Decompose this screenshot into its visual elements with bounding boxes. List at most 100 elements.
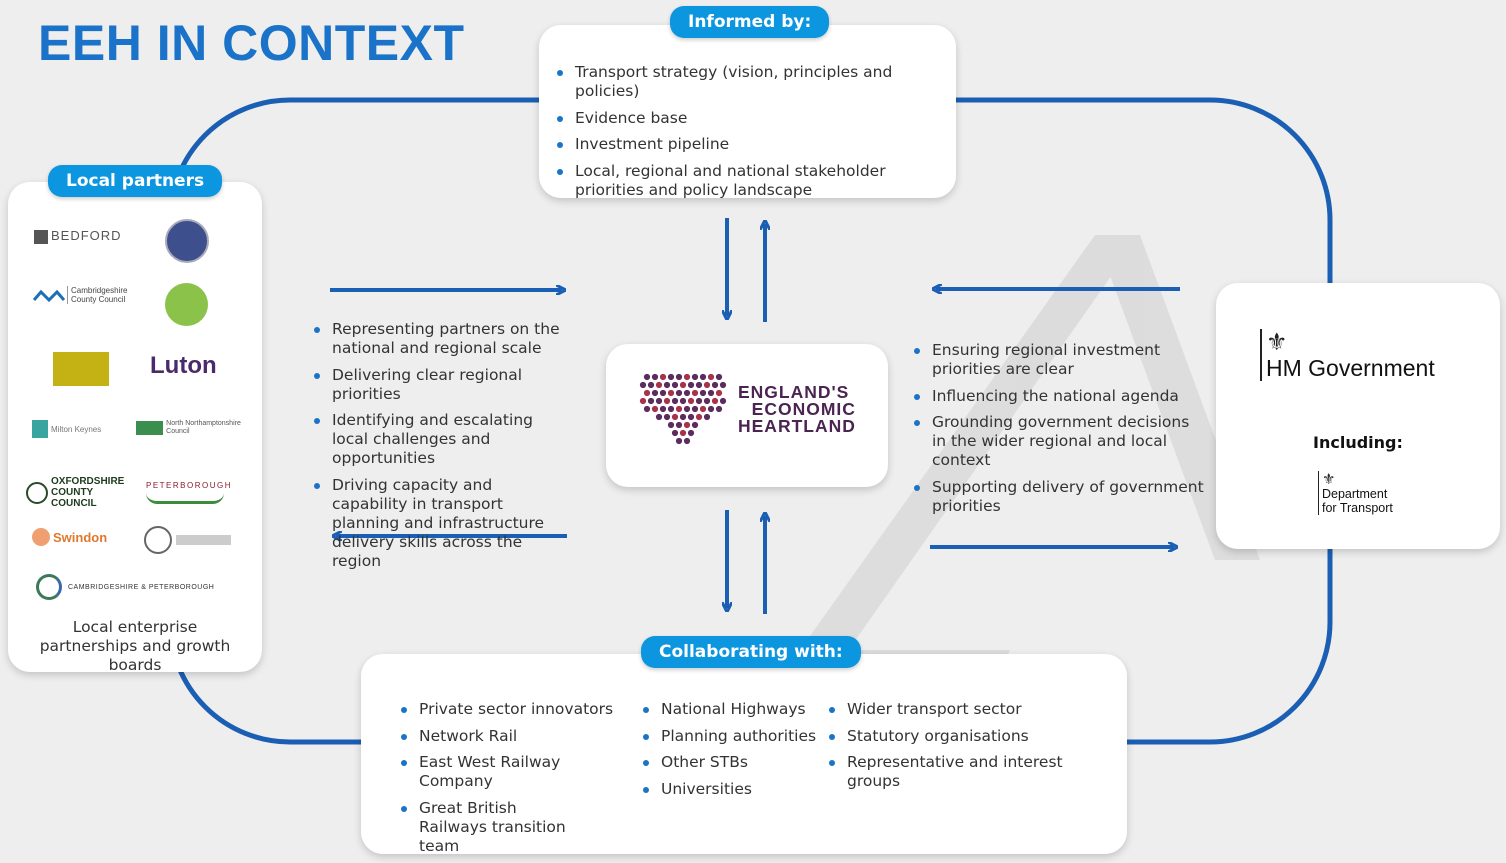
dft-crest-icon: ⚜ (1322, 470, 1336, 488)
eeh-to-government-list: Ensuring regional investment priorities … (914, 341, 1204, 523)
heart-dot (651, 373, 659, 381)
right-point: Ensuring regional investment priorities … (914, 341, 1204, 379)
informed-item: Evidence base (557, 109, 937, 128)
heart-dot (711, 381, 719, 389)
collab-item: East West Railway Company (401, 753, 629, 791)
heart-logo-icon (639, 373, 727, 445)
heart-dot (675, 405, 683, 413)
heart-dot (659, 405, 667, 413)
informed-item: Local, regional and national stakeholder… (557, 162, 937, 200)
left-point: Representing partners on the national an… (314, 320, 569, 358)
collab-item: Universities (643, 780, 818, 799)
heart-dot (651, 405, 659, 413)
heart-dot (675, 389, 683, 397)
left-point: Driving capacity and capability in trans… (314, 476, 569, 571)
heart-dot (687, 413, 695, 421)
heart-dot (667, 405, 675, 413)
heart-dot (719, 381, 727, 389)
heart-dot (699, 389, 707, 397)
heart-dot (679, 429, 687, 437)
heart-dot (639, 381, 647, 389)
heart-dot (655, 397, 663, 405)
heart-dot (639, 397, 647, 405)
hm-gov-logo: ⚜ HM Government (1260, 329, 1435, 381)
heart-dot (683, 421, 691, 429)
hertfordshire-logo (53, 352, 109, 386)
heart-dot (719, 397, 727, 405)
collab-item: Statutory organisations (829, 727, 1109, 746)
collaborating-card: Private sector innovators Network Rail E… (361, 654, 1127, 855)
heart-dot (671, 381, 679, 389)
heart-dot (683, 389, 691, 397)
collab-item: Other STBs (643, 753, 818, 772)
oxfordshire-logo: OXFORDSHIRE COUNTY COUNCIL (26, 476, 131, 509)
heart-dot (687, 397, 695, 405)
arrows (330, 218, 1180, 614)
heart-dot (695, 381, 703, 389)
cambridgeshire-logo: Cambridgeshire County Council (33, 286, 133, 304)
informed-item: Investment pipeline (557, 135, 937, 154)
heart-dot (695, 413, 703, 421)
heart-dot (659, 373, 667, 381)
heart-dot (675, 421, 683, 429)
heart-dot (691, 421, 699, 429)
eeh-wordmark: ENGLAND'S ECONOMIC HEARTLAND (738, 382, 856, 436)
bedford-logo: BEDFORD (34, 228, 122, 244)
collab-col1: Private sector innovators Network Rail E… (401, 700, 629, 863)
heart-dot (695, 397, 703, 405)
heart-dot (715, 405, 723, 413)
milton-keynes-logo: Milton Keynes (32, 420, 101, 438)
heart-dot (671, 397, 679, 405)
heart-dot (667, 373, 675, 381)
heart-dot (683, 405, 691, 413)
heart-dot (651, 389, 659, 397)
collaborating-label: Collaborating with: (641, 636, 861, 668)
heart-dot (707, 405, 715, 413)
informed-item: Transport strategy (vision, principles a… (557, 63, 937, 101)
heart-dot (679, 413, 687, 421)
hm-gov-name: HM Government (1266, 355, 1435, 381)
heart-dot (699, 373, 707, 381)
left-point: Identifying and escalating local challen… (314, 411, 569, 468)
heart-dot (691, 373, 699, 381)
government-card: ⚜ HM Government Including: ⚜ Department … (1216, 283, 1500, 549)
heart-dot (643, 405, 651, 413)
lep-footer: Local enterprise partnerships and growth… (39, 618, 231, 674)
swindon-logo: Swindon (32, 528, 107, 546)
dft-logo: ⚜ Department for Transport (1318, 471, 1393, 515)
heart-dot (715, 389, 723, 397)
local-partners-card: BEDFORD Cambridgeshire County Council Lu… (8, 182, 262, 674)
local-partners-label: Local partners (48, 165, 223, 197)
informed-by-card: Transport strategy (vision, principles a… (539, 25, 956, 200)
peterborough-logo: PETERBOROUGH (146, 475, 232, 504)
collab-item: National Highways (643, 700, 818, 719)
heart-dot (659, 389, 667, 397)
collab-item: Great British Railways transition team (401, 799, 589, 856)
heart-dot (679, 397, 687, 405)
collab-item: Network Rail (401, 727, 629, 746)
collab-col2: National Highways Planning authorities O… (643, 700, 818, 806)
heart-dot (683, 437, 691, 445)
heart-dot (667, 421, 675, 429)
collab-item: Private sector innovators (401, 700, 629, 719)
eeh-card: ENGLAND'S ECONOMIC HEARTLAND (606, 344, 888, 487)
heart-dot (699, 405, 707, 413)
heart-dot (703, 381, 711, 389)
heart-dot (675, 437, 683, 445)
heart-dot (663, 413, 671, 421)
heart-dot (703, 397, 711, 405)
heart-dot (703, 413, 711, 421)
heart-dot (647, 381, 655, 389)
partner-seal-icon (165, 219, 209, 263)
heart-dot (691, 405, 699, 413)
right-point: Grounding government decisions in the wi… (914, 413, 1204, 470)
informed-by-label: Informed by: (670, 6, 830, 38)
heart-dot (643, 373, 651, 381)
heart-dot (683, 373, 691, 381)
including-label: Including: (1313, 433, 1403, 452)
heart-dot (675, 373, 683, 381)
heart-dot (647, 397, 655, 405)
collab-item: Wider transport sector (829, 700, 1109, 719)
heart-dot (687, 381, 695, 389)
heart-dot (663, 397, 671, 405)
